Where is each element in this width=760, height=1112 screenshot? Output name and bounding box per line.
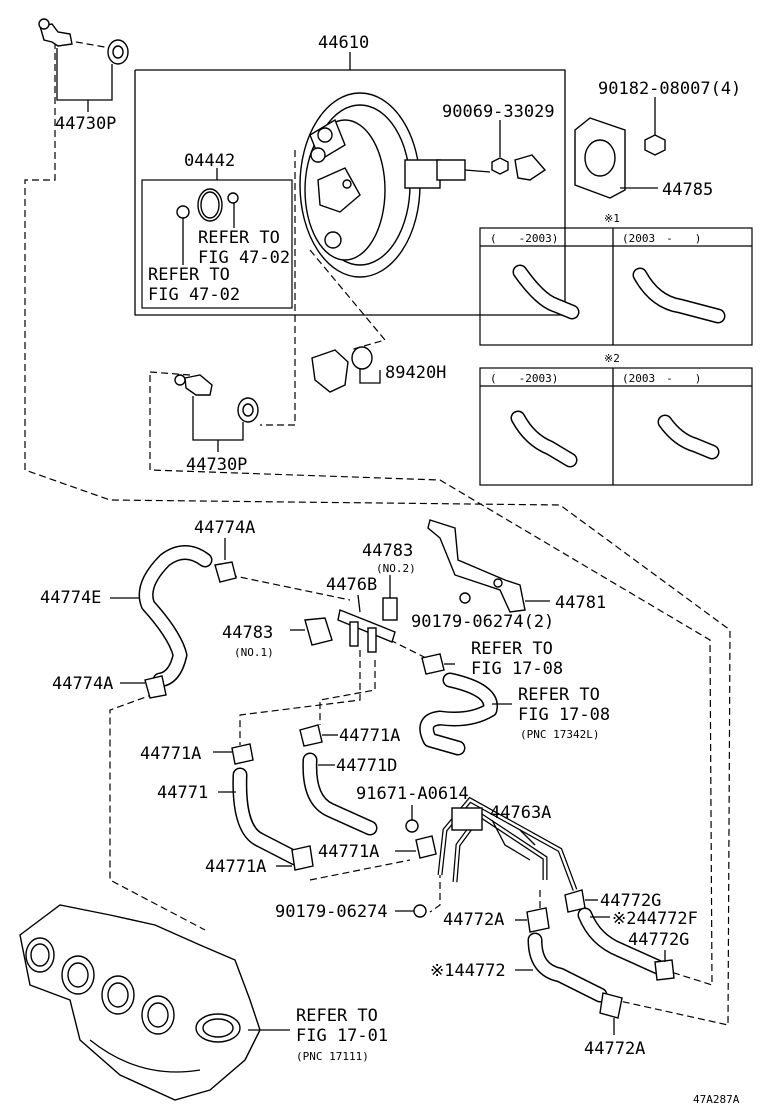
pipe-44763a: [395, 796, 578, 891]
table-2: [479, 367, 753, 486]
note-1: ※1: [604, 212, 620, 225]
intake-manifold: [19, 904, 290, 1101]
table-1-col-1: ( -2003): [490, 232, 558, 245]
label-refer-upper-2: FIG 47-02: [198, 248, 290, 268]
label-44771a-l: 44771A: [140, 744, 201, 764]
vacuum-switch: [311, 346, 381, 393]
label-refer-b-3: (PNC 17342L): [520, 728, 599, 741]
label-90179-bottom: 90179-06274: [275, 902, 388, 922]
bracket-44781: [427, 519, 550, 613]
label-44785: 44785: [662, 180, 713, 200]
label-44730p-mid: 44730P: [186, 455, 247, 475]
label-44772: ※144772: [430, 961, 506, 981]
label-4476b: 4476B: [326, 575, 377, 595]
label-44774a-top: 44774A: [194, 518, 255, 538]
note-2: ※2: [604, 352, 620, 365]
label-refer-lower-1: REFER TO: [148, 265, 230, 285]
hose-44771d: [299, 724, 378, 836]
label-91671: 91671-A0614: [356, 784, 469, 804]
label-90069: 90069-33029: [442, 102, 555, 122]
label-44771a-b1: 44771A: [318, 842, 379, 862]
label-90179-2: 90179-06274(2): [411, 612, 554, 632]
table-2-col-2: (2003 - ): [622, 372, 701, 385]
gasket-group: [574, 97, 666, 199]
label-44783-no2: 44783: [362, 541, 413, 561]
label-refer-upper-1: REFER TO: [198, 228, 280, 248]
label-44763a: 44763A: [490, 803, 551, 823]
hose-44772: [515, 907, 623, 1035]
push-rod: [436, 159, 466, 181]
label-44783-no1: 44783: [222, 623, 273, 643]
label-90182: 90182-08007(4): [598, 79, 741, 99]
label-04442: 04442: [184, 151, 235, 171]
joint-4476b: [337, 594, 396, 653]
label-44772a-mid: 44772A: [443, 910, 504, 930]
bolt-bottom: [395, 904, 427, 918]
label-44774a-bot: 44774A: [52, 674, 113, 694]
label-89420h: 89420H: [385, 363, 446, 383]
label-refer-c-2: FIG 17-01: [296, 1026, 388, 1046]
table-1: [479, 227, 753, 346]
label-refer-a-1: REFER TO: [471, 639, 553, 659]
figure-code: 47A287A: [693, 1093, 740, 1106]
label-44774e: 44774E: [40, 588, 101, 608]
union-44783-no1: [290, 617, 333, 646]
label-44771a-b2: 44771A: [205, 857, 266, 877]
hose-44772f: [564, 889, 675, 981]
label-refer-a-2: FIG 17-08: [471, 659, 563, 679]
dashed-leaders: [24, 39, 731, 1026]
label-44772f: ※244772F: [612, 909, 698, 929]
hose-44771: [213, 743, 314, 871]
check-valve-top: [38, 18, 129, 112]
label-refer-c-1: REFER TO: [296, 1006, 378, 1026]
label-44771a-r: 44771A: [339, 726, 400, 746]
brake-booster-group: [134, 52, 566, 316]
label-44610: 44610: [318, 33, 369, 53]
labels: 44610 04442 REFER TO FIG 47-02 REFER TO …: [40, 33, 741, 1106]
label-44781: 44781: [555, 593, 606, 613]
table-1-col-2: (2003 - ): [622, 232, 701, 245]
hose-refer-17-08: [419, 653, 512, 756]
label-44783-no2-sub: (NO.2): [376, 562, 416, 575]
label-refer-lower-2: FIG 47-02: [148, 285, 240, 305]
label-refer-b-1: REFER TO: [518, 685, 600, 705]
union-44783-no2: [382, 575, 398, 621]
label-refer-c-3: (PNC 17111): [296, 1050, 369, 1063]
label-refer-b-2: FIG 17-08: [518, 705, 610, 725]
label-44783-no1-sub: (NO.1): [234, 646, 274, 659]
label-44772g-2: 44772G: [628, 930, 689, 950]
table-2-col-1: ( -2003): [490, 372, 558, 385]
label-44771: 44771: [157, 783, 208, 803]
hose-44774e: [110, 538, 237, 699]
label-44771d: 44771D: [336, 756, 397, 776]
check-valve-mid: [174, 374, 259, 452]
label-44772g-1: 44772G: [600, 891, 661, 911]
label-44772a-bot: 44772A: [584, 1039, 645, 1059]
label-44730p-top: 44730P: [55, 114, 116, 134]
